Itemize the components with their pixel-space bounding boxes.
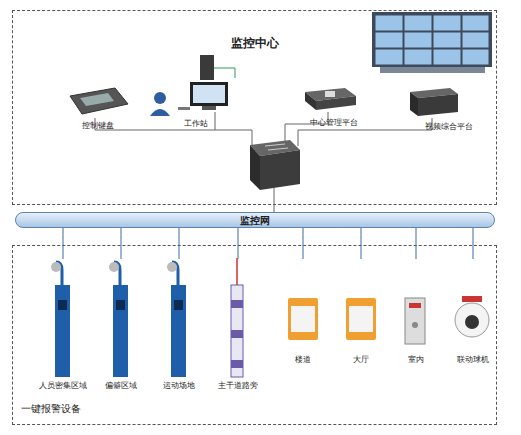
- device-node: 楼道: [278, 259, 328, 365]
- device-node: 偏僻区域: [91, 259, 151, 391]
- group-title: 一键报警设备: [21, 402, 81, 416]
- device-label: 室内: [371, 355, 461, 365]
- bus-drop-line: [360, 228, 361, 259]
- dashed-group: 一键报警设备人员密集区域偏僻区域运动场地主干道路旁楼道大厅室内联动球机: [12, 245, 497, 425]
- network-bus: 监控网: [15, 212, 495, 228]
- device-label: 人员密集区域: [13, 381, 113, 391]
- device-node: 大厅: [336, 259, 386, 365]
- device-label: 联动球机: [428, 355, 518, 365]
- bus-drop-line: [472, 228, 473, 259]
- bus-drop-line: [178, 228, 179, 259]
- bus-drop-line: [120, 228, 121, 259]
- device-label: 偏僻区域: [71, 381, 171, 391]
- device-label: 视频综合平台: [386, 122, 511, 132]
- bus-drop-line: [415, 228, 416, 259]
- device-label: 大厅: [316, 355, 406, 365]
- device-node: 中心管理平台: [296, 86, 371, 128]
- group-title: 监控中心: [0, 35, 516, 52]
- device-node: 控制键盘: [63, 83, 133, 131]
- device-label: 主干道路旁: [188, 381, 288, 391]
- dashed-group: 监控中心控制键盘工作站中心管理平台视频综合平台: [12, 10, 497, 205]
- device-label: 工作站: [131, 119, 261, 129]
- device-node: 人员密集区域: [33, 259, 93, 391]
- device-node: 工作站: [151, 51, 241, 129]
- bus-drop-line: [237, 228, 238, 259]
- device-node: 运动场地: [149, 259, 209, 391]
- device-label: 中心管理平台: [276, 118, 391, 128]
- device-node: 视频综合平台: [406, 86, 491, 132]
- device-label: 楼道: [258, 355, 348, 365]
- bus-label: 监控网: [0, 214, 514, 228]
- bus-drop-line: [62, 228, 63, 259]
- device-node: 室内: [391, 259, 441, 365]
- device-node: 主干道路旁: [208, 259, 268, 391]
- device-label: 控制键盘: [43, 121, 153, 131]
- device-node: 联动球机: [448, 259, 498, 365]
- device-label: 运动场地: [129, 381, 229, 391]
- bus-drop-line: [302, 228, 303, 259]
